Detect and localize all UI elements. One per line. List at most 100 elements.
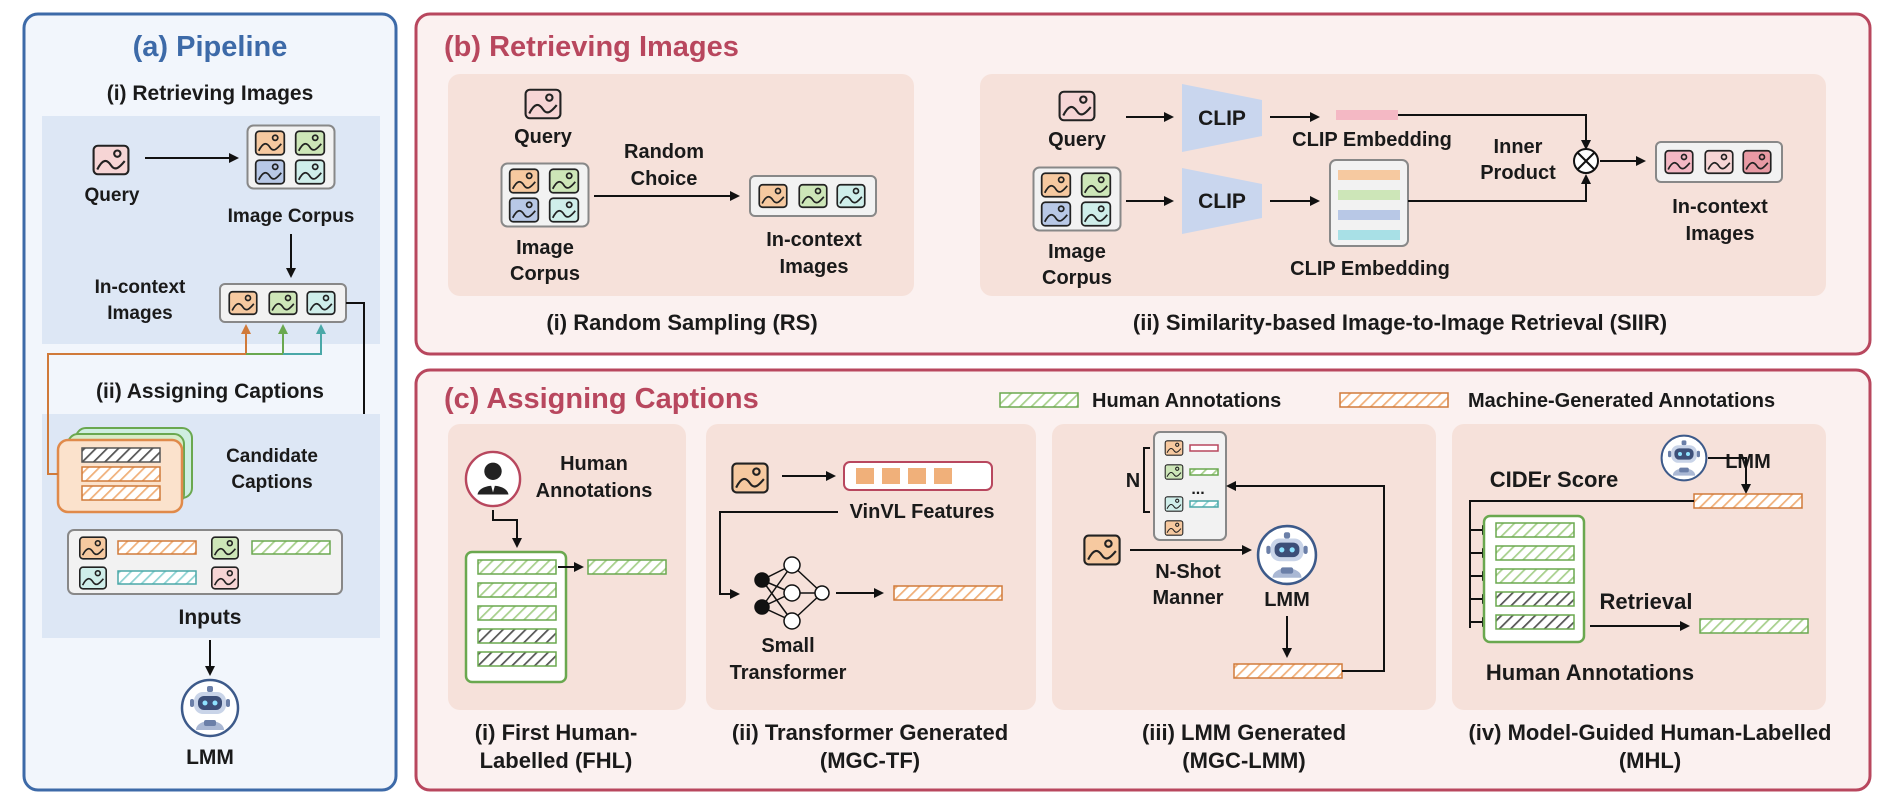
in-context-image-icon	[268, 290, 298, 316]
pipeline-query-label: Query	[85, 185, 140, 206]
clip-label-1: CLIP	[1198, 107, 1246, 130]
mhl-caption-2: (MHL)	[1619, 748, 1681, 773]
inputs-box	[67, 529, 343, 595]
rs-in-context-icon	[758, 183, 788, 209]
fhl-human-label-1: Human	[560, 453, 628, 475]
rs-in-context-icon	[798, 183, 828, 209]
pipeline-corpus-label: Image Corpus	[228, 206, 355, 227]
lmm-gen-label: LMM	[1264, 589, 1310, 611]
small-label: Small	[761, 635, 814, 657]
rs-corpus-label-2: Corpus	[510, 263, 580, 285]
mhl-caption-1: (iv) Model-Guided Human-Labelled	[1468, 720, 1831, 745]
clip-encoder-1	[1182, 84, 1262, 152]
tf-box	[706, 424, 1036, 710]
fhl-human-label-2: Annotations	[536, 480, 653, 502]
lmm-generated-caption	[1233, 663, 1343, 679]
nshot-label-1: N-Shot	[1155, 561, 1221, 583]
rs-corpus-grid	[502, 164, 589, 227]
pipeline-retrieving-heading: (i) Retrieving Images	[107, 82, 314, 105]
fhl-caption-1: (i) First Human-	[475, 720, 638, 745]
pipeline-in-context-label-2: Images	[107, 303, 172, 324]
cider-score-label: CIDEr Score	[1490, 467, 1618, 492]
rs-random-label-2: Choice	[631, 168, 698, 190]
clip-embedding-bar	[1336, 110, 1398, 120]
lmm-gen-box	[1052, 424, 1436, 710]
mhl-lmm-label: LMM	[1725, 451, 1771, 473]
rs-caption: (i) Random Sampling (RS)	[546, 310, 817, 335]
siir-caption: (ii) Similarity-based Image-to-Image Ret…	[1133, 310, 1667, 335]
rs-in-context-icon	[836, 183, 866, 209]
n-label: N	[1126, 470, 1140, 492]
candidate-label-1: Candidate	[226, 446, 318, 467]
legend-machine-swatch	[1339, 392, 1449, 408]
tf-image-icon	[731, 462, 769, 494]
lmm-gen-caption-1: (iii) LMM Generated	[1142, 720, 1346, 745]
siir-in-context-icon	[1742, 149, 1772, 175]
vinvl-label: VinVL Features	[850, 501, 995, 523]
clip-encoder-2	[1182, 168, 1262, 234]
mhl-human-label: Human Annotations	[1486, 660, 1694, 685]
retrieving-title: (b) Retrieving Images	[444, 31, 739, 63]
siir-query-label: Query	[1048, 129, 1107, 151]
rs-corpus-label-1: Image	[516, 237, 574, 259]
examples-ellipsis: ...	[1191, 481, 1204, 498]
mhl-generated-caption	[1693, 493, 1803, 509]
transformer-label: Transformer	[730, 662, 847, 684]
rs-query-icon	[524, 88, 562, 120]
mhl-selected-annotation	[1699, 618, 1809, 634]
pipeline-assigning-heading: (ii) Assigning Captions	[96, 380, 324, 403]
clip-label-2: CLIP	[1198, 190, 1246, 213]
example-image-icon	[1164, 520, 1184, 536]
fhl-selected-annotation	[587, 559, 667, 575]
siir-in-context-label-1: In-context	[1672, 196, 1768, 218]
rs-box	[448, 74, 914, 296]
clip-embedding-label-1: CLIP Embedding	[1292, 129, 1452, 151]
siir-in-context-icon	[1704, 149, 1734, 175]
input-image-icon	[210, 536, 240, 560]
example-image-icon	[1164, 440, 1184, 456]
siir-query-icon	[1058, 90, 1096, 122]
lmm-query-image-icon	[1083, 534, 1121, 566]
siir-in-context-icon	[1664, 149, 1694, 175]
legend-machine-label: Machine-Generated Annotations	[1468, 390, 1775, 412]
rs-in-context-label-1: In-context	[766, 229, 862, 251]
assigning-title: (c) Assigning Captions	[444, 383, 759, 415]
pipeline-in-context-label-1: In-context	[95, 277, 186, 298]
inputs-label: Inputs	[179, 606, 242, 629]
candidate-label-2: Captions	[231, 472, 312, 493]
neural-network-icon	[754, 556, 830, 630]
image-corpus-grid	[248, 126, 335, 189]
human-user-icon	[464, 450, 522, 508]
inner-product-label-2: Product	[1480, 162, 1556, 184]
siir-corpus-grid	[1034, 168, 1121, 231]
siir-corpus-label-2: Corpus	[1042, 267, 1112, 289]
nshot-label-2: Manner	[1152, 587, 1223, 609]
rs-in-context-label-2: Images	[780, 256, 849, 278]
lmm-gen-robot-icon	[1256, 524, 1318, 586]
tf-generated-caption	[893, 585, 1003, 601]
clip-embedding-label-2: CLIP Embedding	[1290, 258, 1450, 280]
lmm-gen-caption-2: (MGC-LMM)	[1182, 748, 1305, 773]
example-image-icon	[1164, 464, 1184, 480]
lmm-robot-icon	[180, 678, 240, 738]
inner-product-label-1: Inner	[1494, 136, 1543, 158]
legend-human-swatch	[999, 392, 1079, 408]
input-image-icon	[78, 566, 108, 590]
rs-random-label-1: Random	[624, 141, 704, 163]
in-context-image-icon	[306, 290, 336, 316]
siir-corpus-label-1: Image	[1048, 241, 1106, 263]
legend-human-label: Human Annotations	[1092, 390, 1281, 412]
clip-embedding-stack	[1329, 159, 1409, 247]
input-image-icon	[78, 536, 108, 560]
siir-in-context-label-2: Images	[1686, 223, 1755, 245]
rs-query-label: Query	[514, 126, 573, 148]
tf-caption-2: (MGC-TF)	[820, 748, 920, 773]
tf-caption-1: (ii) Transformer Generated	[732, 720, 1008, 745]
pipeline-lmm-label: LMM	[186, 746, 234, 769]
fhl-caption-2: Labelled (FHL)	[480, 748, 633, 773]
pipeline-title: (a) Pipeline	[133, 31, 288, 63]
retrieval-label: Retrieval	[1600, 589, 1693, 614]
in-context-image-icon	[228, 290, 258, 316]
mhl-robot-icon	[1660, 434, 1708, 482]
